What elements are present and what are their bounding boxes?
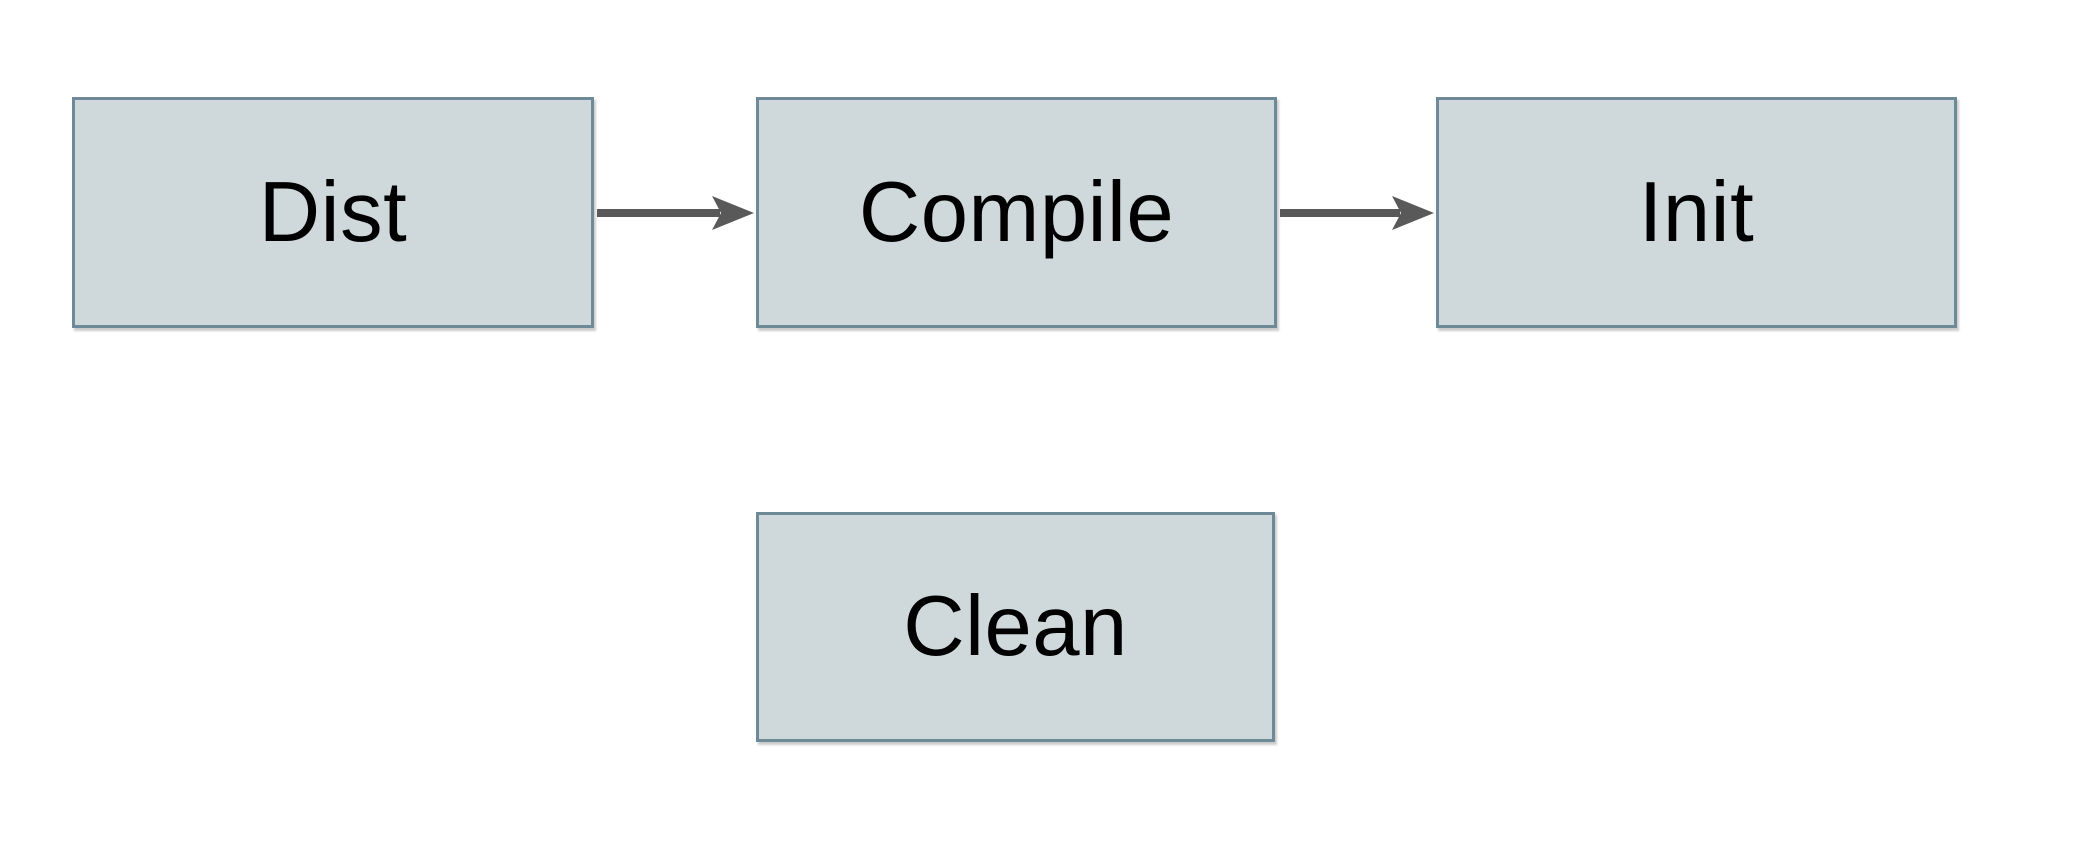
- node-dist[interactable]: Dist: [72, 97, 594, 328]
- node-dist-label: Dist: [258, 164, 408, 260]
- node-init-label: Init: [1638, 164, 1755, 260]
- node-compile[interactable]: Compile: [756, 97, 1277, 328]
- node-compile-label: Compile: [858, 164, 1175, 260]
- node-init[interactable]: Init: [1436, 97, 1957, 328]
- arrow-dist-to-compile[interactable]: [597, 196, 754, 230]
- node-clean[interactable]: Clean: [756, 512, 1275, 742]
- node-clean-label: Clean: [903, 579, 1128, 674]
- arrow-compile-to-init[interactable]: [1280, 196, 1434, 230]
